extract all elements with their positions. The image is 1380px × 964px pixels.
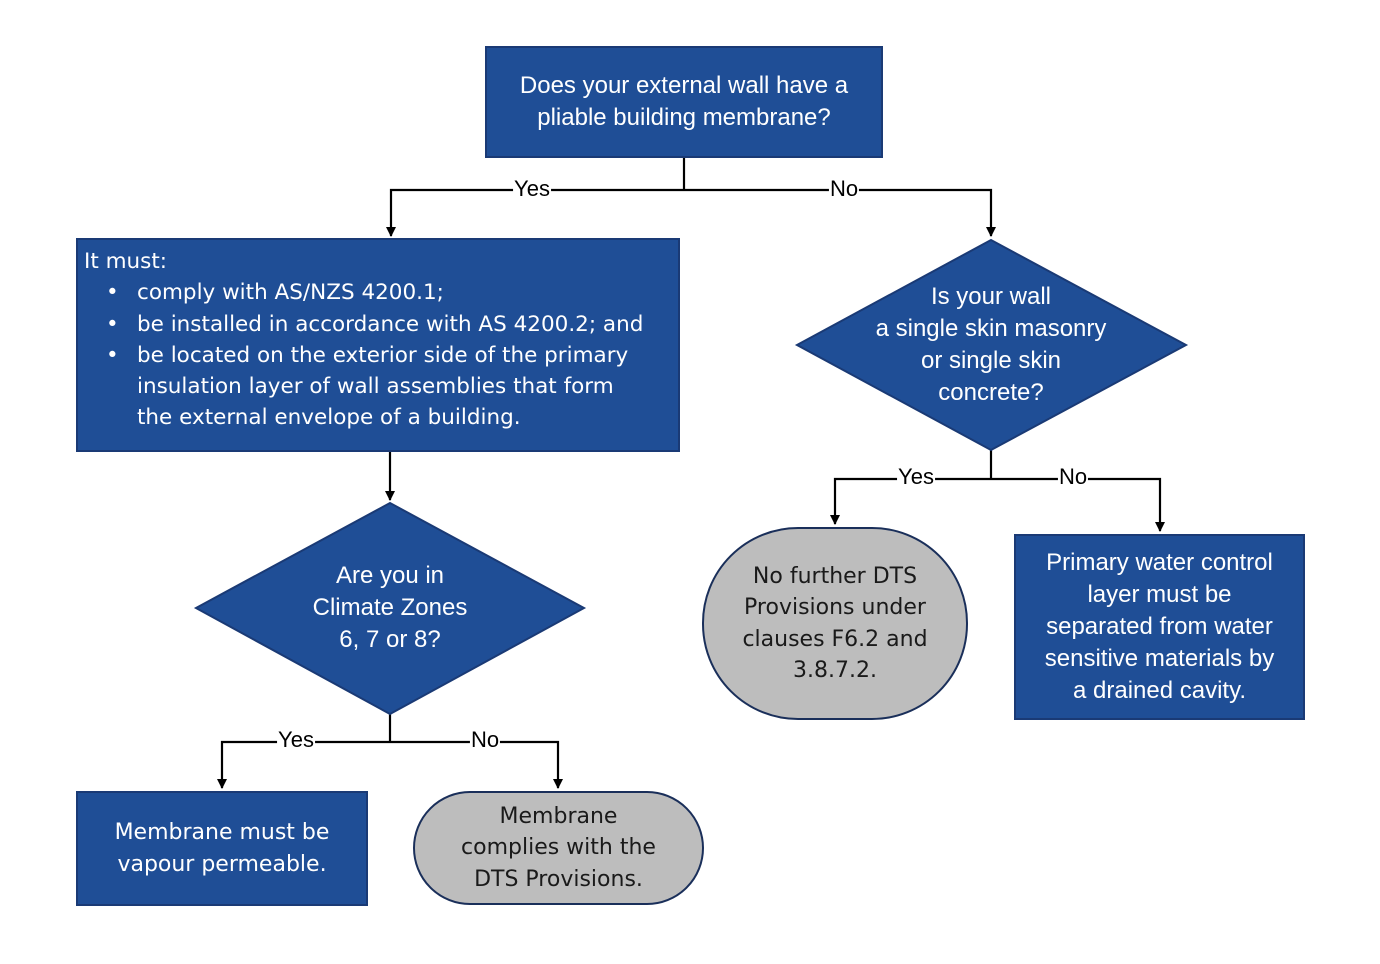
requirement-line: insulation layer of wall assemblies that… xyxy=(137,374,614,400)
membrane-question-line-1: Does your external wall have a xyxy=(519,72,849,99)
node-membrane-question xyxy=(485,46,883,158)
single-skin-question-line-3: or single skin xyxy=(920,347,1062,374)
bullet-icon: • xyxy=(106,311,119,337)
requirement-line: the external envelope of a building. xyxy=(137,405,521,431)
edge-label-skin-no: No xyxy=(1057,464,1089,489)
single-skin-question-line-1: Is your wall xyxy=(930,283,1052,310)
node-vapour-box xyxy=(76,791,368,906)
no-further-terminal-line-4: 3.8.7.2. xyxy=(793,658,877,683)
single-skin-question-text: Is your wall a single skin masonry or si… xyxy=(841,276,1141,414)
vapour-box-text: Membrane must be vapour permeable. xyxy=(77,792,367,905)
edge-label-climate-yes: Yes xyxy=(277,727,315,752)
node-no-further-terminal xyxy=(702,527,968,720)
requirement-line: comply with AS/NZS 4200.1; xyxy=(137,280,444,306)
connector-skin-yes xyxy=(830,477,991,525)
membrane-question-text: Does your external wall have a pliable b… xyxy=(486,47,882,157)
node-climate-question xyxy=(193,501,587,716)
bullet-icon: • xyxy=(106,342,119,368)
connector-membrane-yes xyxy=(386,188,684,237)
primary-water-box-text: Primary water control layer must be sepa… xyxy=(1015,535,1304,719)
no-further-terminal-line-2: Provisions under xyxy=(744,595,926,620)
primary-water-box-line-2: layer must be xyxy=(1087,581,1232,608)
requirements-item: • be located on the exterior side of the… xyxy=(84,340,676,434)
primary-water-box-line-5: a drained cavity. xyxy=(1073,677,1246,704)
requirements-text: It must: • comply with AS/NZS 4200.1; • … xyxy=(84,246,676,434)
vapour-box-line-2: vapour permeable. xyxy=(117,851,327,877)
edge-label-skin-yes: Yes xyxy=(897,464,935,489)
requirements-intro: It must: xyxy=(84,249,168,274)
single-skin-question-line-2: a single skin masonry xyxy=(875,315,1107,342)
connector-membrane-no xyxy=(684,188,996,237)
single-skin-question-line-4: concrete? xyxy=(938,379,1044,406)
node-single-skin-question xyxy=(794,238,1189,452)
connectors xyxy=(217,157,1165,789)
primary-water-box-line-3: separated from water xyxy=(1046,613,1273,640)
edge-label-membrane-no: No xyxy=(828,176,860,201)
requirement-line: be installed in accordance with AS 4200.… xyxy=(137,311,644,337)
complies-terminal-line-3: DTS Provisions. xyxy=(474,866,643,892)
primary-water-box-line-4: sensitive materials by xyxy=(1044,645,1275,672)
edge-label-climate-no: No xyxy=(469,727,501,752)
climate-question-line-1: Are you in xyxy=(335,562,445,589)
complies-terminal-line-2: complies with the xyxy=(461,835,656,861)
vapour-box-line-1: Membrane must be xyxy=(114,820,330,845)
climate-question-line-3: 6, 7 or 8? xyxy=(339,626,441,653)
bullet-icon: • xyxy=(106,280,119,306)
membrane-question-line-2: pliable building membrane? xyxy=(537,104,831,131)
connector-climate-yes xyxy=(217,740,390,789)
connector-climate-no xyxy=(390,740,563,789)
requirements-list: • comply with AS/NZS 4200.1; • be instal… xyxy=(84,277,676,433)
node-requirements-box xyxy=(76,238,680,452)
requirements-item: • comply with AS/NZS 4200.1; xyxy=(84,277,676,308)
edge-label-membrane-yes: Yes xyxy=(513,176,551,201)
climate-question-text: Are you in Climate Zones 6, 7 or 8? xyxy=(270,555,510,661)
requirement-line: be located on the exterior side of the p… xyxy=(137,342,629,368)
node-primary-water-box xyxy=(1014,534,1305,720)
complies-terminal-line-1: Membrane xyxy=(499,803,618,829)
primary-water-box-line-1: Primary water control xyxy=(1046,549,1273,576)
no-further-terminal-line-1: No further DTS xyxy=(752,563,918,589)
complies-terminal-text: Membrane complies with the DTS Provision… xyxy=(414,792,703,904)
no-further-terminal-line-3: clauses F6.2 and xyxy=(742,626,928,652)
no-further-terminal-text: No further DTS Provisions under clauses … xyxy=(703,528,967,719)
node-complies-terminal xyxy=(413,791,704,905)
requirements-item: • be installed in accordance with AS 420… xyxy=(84,309,676,340)
connector-skin-no xyxy=(991,477,1165,532)
climate-question-line-2: Climate Zones xyxy=(312,594,468,621)
